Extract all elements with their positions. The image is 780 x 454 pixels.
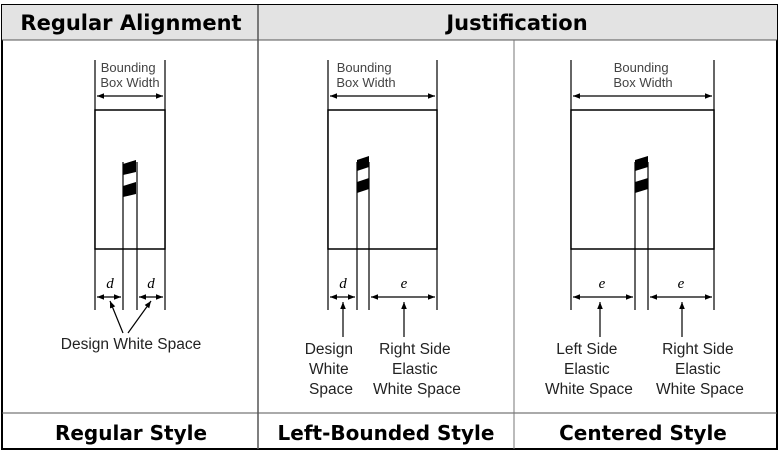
- design-white-space-label: Design White Space: [305, 341, 358, 398]
- right-side-elastic-white-space-label: Right Side Elastic White Space: [656, 341, 744, 398]
- glyph-stroke: [635, 178, 648, 193]
- footer-left-bounded-style: Left-Bounded Style: [278, 421, 495, 445]
- bounding-box-width-label: Bounding Box Width: [613, 60, 672, 90]
- bounding-box: [327, 109, 438, 250]
- glyph-stroke: [635, 156, 648, 171]
- glyph-stroke: [123, 182, 136, 197]
- gap-label: e: [599, 276, 606, 292]
- left-side-elastic-white-space-label: Left Side Elastic White Space: [545, 341, 633, 398]
- design-white-space-label: Design White Space: [61, 336, 201, 353]
- bounding-box-width-label: Bounding Box Width: [100, 60, 159, 90]
- panel-left-bounded-diagram: Bounding Box Width d e Design White Spac…: [305, 60, 461, 398]
- gap-label: d: [106, 276, 114, 292]
- gap-label: e: [401, 276, 408, 292]
- header-justification: Justification: [444, 11, 587, 35]
- gap-label: d: [147, 276, 155, 292]
- bounding-box: [94, 109, 166, 250]
- footer-centered-style: Centered Style: [559, 421, 727, 445]
- glyph-stroke: [357, 178, 369, 193]
- gap-label: d: [339, 276, 347, 292]
- header-regular-alignment: Regular Alignment: [20, 11, 241, 35]
- panel-centered-diagram: Bounding Box Width e e Left Side Elastic…: [545, 60, 744, 398]
- footer-regular-style: Regular Style: [55, 421, 207, 445]
- bounding-box-width-label: Bounding Box Width: [336, 60, 395, 90]
- bounding-box: [570, 109, 715, 250]
- right-side-elastic-white-space-label: Right Side Elastic White Space: [373, 341, 461, 398]
- panel-regular-diagram: Bounding Box Width d d Design White Spac…: [61, 60, 201, 353]
- gap-label: e: [678, 276, 685, 292]
- glyph-stroke: [357, 156, 369, 171]
- glyph-stroke: [123, 160, 136, 175]
- table-frame: [1, 4, 778, 450]
